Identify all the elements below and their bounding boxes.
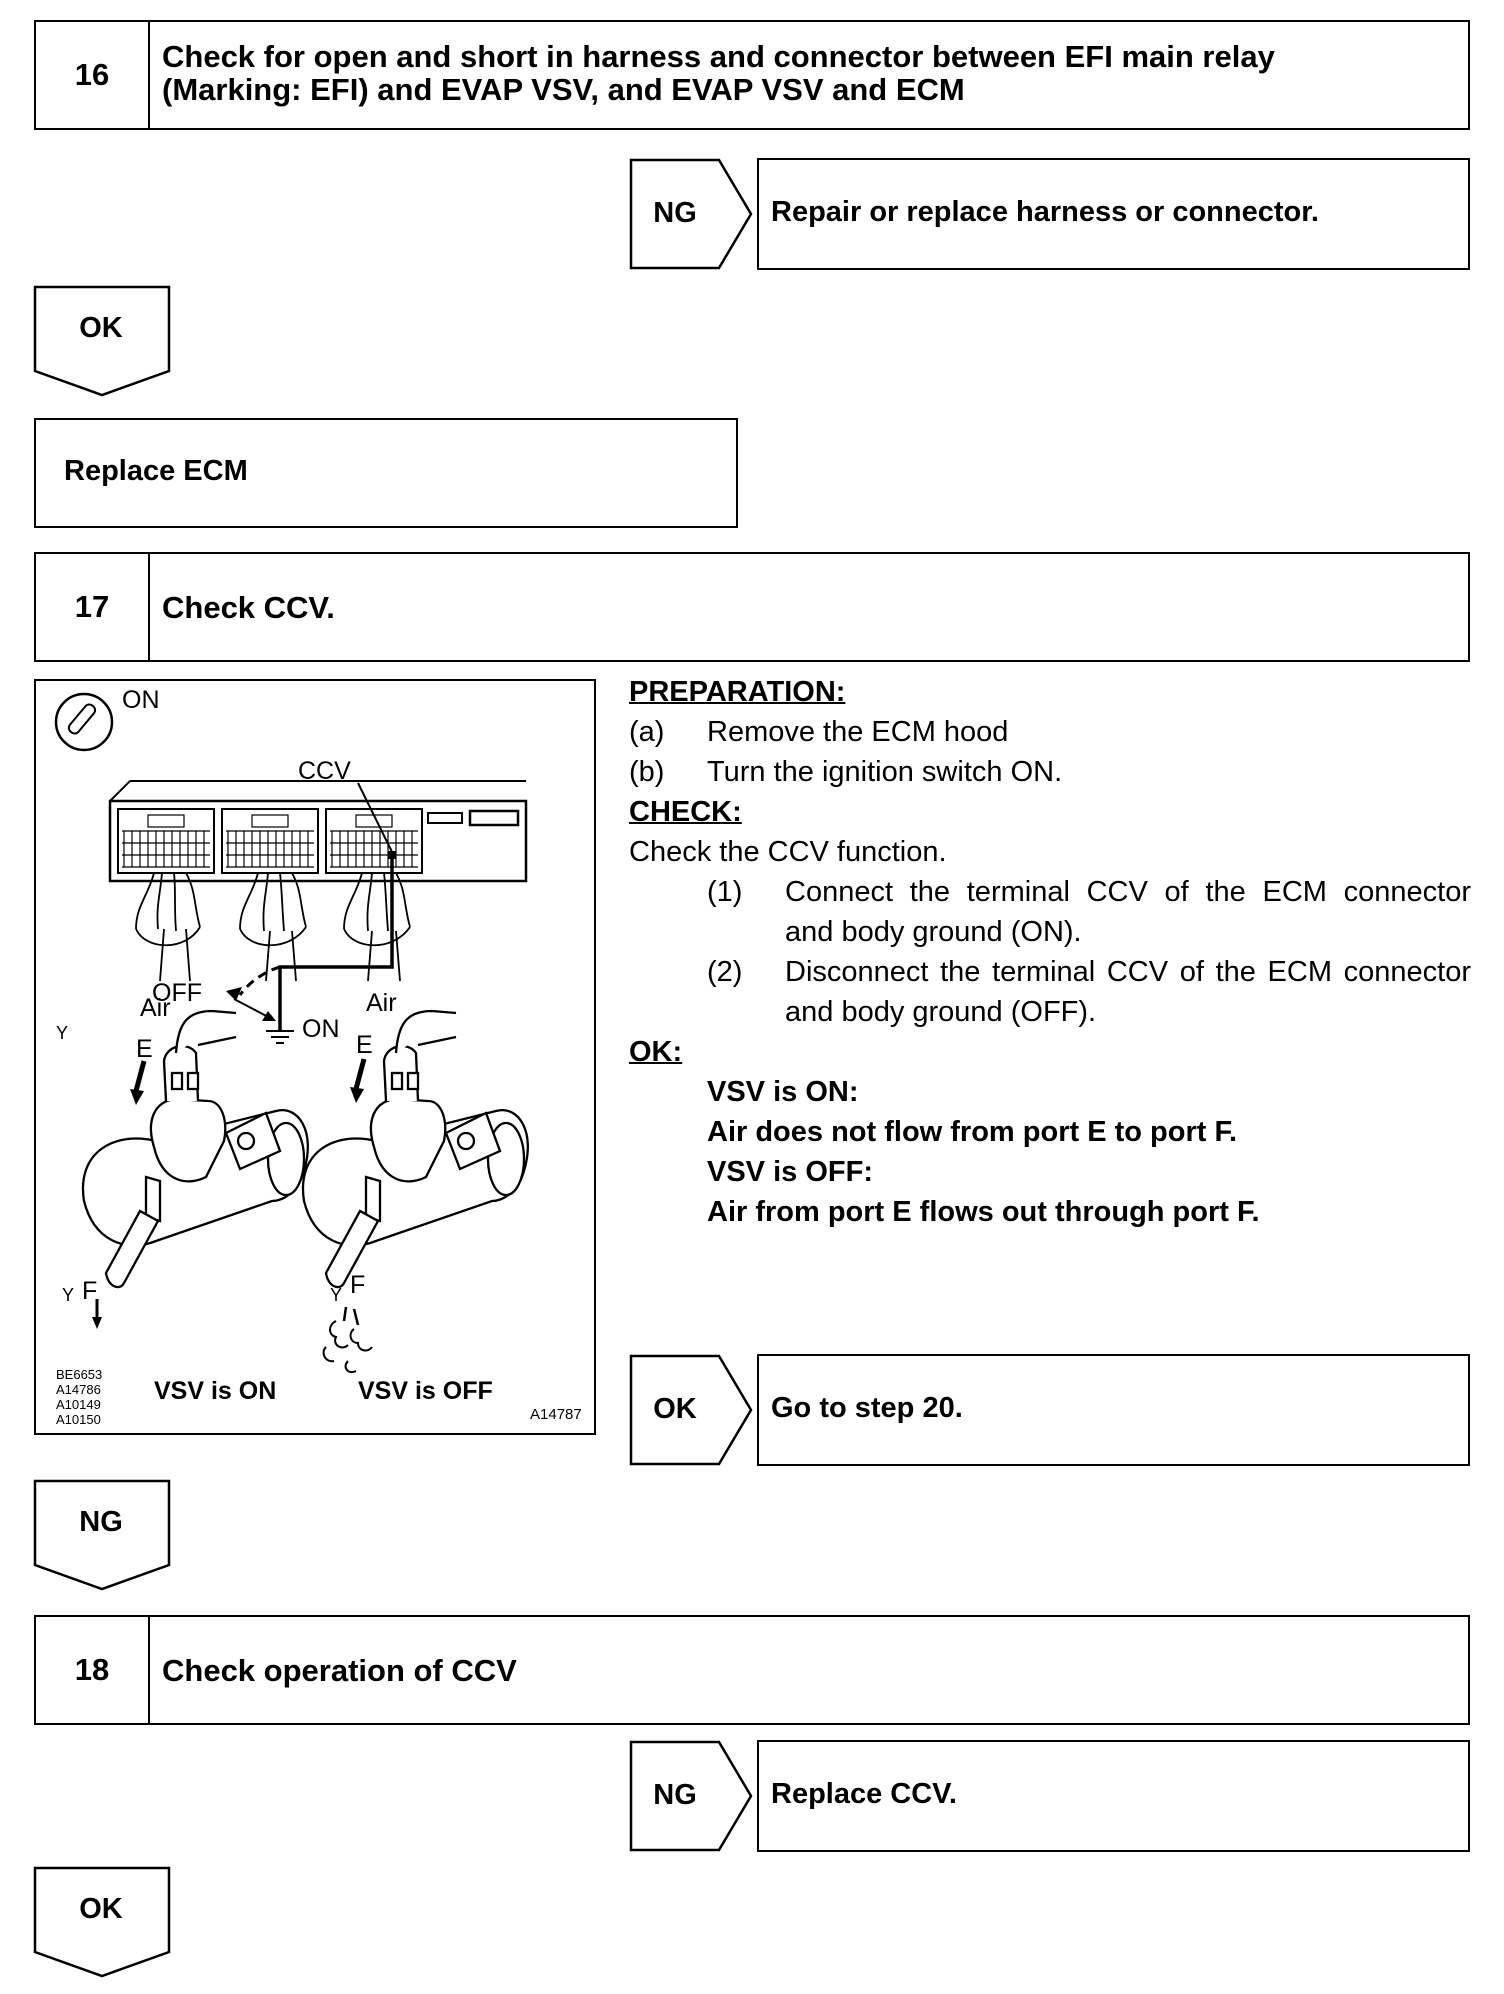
ok-criteria-line: Air from port E flows out through port F… [707, 1196, 1260, 1228]
y-right-mark: Y [330, 1285, 342, 1305]
step-17-instructions: PREPARATION: (a) Remove the ECM hood (b)… [629, 672, 1471, 1232]
ok-criteria-line: VSV is ON: [707, 1076, 859, 1108]
ignition-on-label: ON [122, 686, 160, 714]
ref-code: A10150 [56, 1412, 101, 1427]
ignition-key-icon [54, 692, 114, 752]
step-title-line-1: Check for open and short in harness and … [162, 39, 1275, 74]
step-17-header: 17 Check CCV. [34, 552, 1470, 662]
ground-icon [266, 1030, 294, 1044]
ng-label: NG [653, 197, 697, 229]
ground-on-label: ON [302, 1015, 340, 1043]
air-left-label: Air [140, 994, 171, 1022]
connector-pins [122, 814, 418, 868]
ref-code: BE6653 [56, 1367, 102, 1382]
step-number: 16 [36, 22, 150, 128]
preparation-item: (a) Remove the ECM hood [629, 716, 1009, 748]
check-item: (1) Connect the terminal CCV of the ECM … [707, 876, 1471, 948]
preparation-item: (b) Turn the ignition switch ON. [629, 756, 1063, 788]
harness-wires [135, 872, 411, 982]
ok-label: OK [79, 312, 123, 344]
f-right-label: F [350, 1271, 365, 1299]
vsv-on-drawing [81, 1009, 309, 1289]
step-number: 17 [36, 554, 150, 660]
ccv-label: CCV [298, 757, 351, 785]
preparation-heading: PREPARATION: [629, 676, 846, 708]
air-right-label: Air [366, 989, 397, 1017]
ok-down-arrow-tag [33, 1866, 171, 1978]
ng-down-arrow-tag [33, 1479, 171, 1591]
replace-ecm-text: Replace ECM [64, 455, 248, 487]
caption-vsv-off: VSV is OFF [358, 1377, 493, 1405]
replace-ecm-box: Replace ECM [34, 418, 738, 528]
ng-result-text: Repair or replace harness or connector. [771, 196, 1319, 228]
e-left-label: E [136, 1035, 153, 1063]
step-16-header: 16 Check for open and short in harness a… [34, 20, 1470, 130]
ref-code: A10149 [56, 1397, 101, 1412]
ok-heading: OK: [629, 1036, 683, 1068]
ok-arrow-tag [629, 1354, 753, 1466]
ng-result-box: Repair or replace harness or connector. [757, 158, 1470, 270]
step-title: Check for open and short in harness and … [162, 22, 1448, 128]
ng-arrow-tag [629, 1740, 753, 1852]
ok-criteria: VSV is ON: Air does not flow from port E… [629, 1072, 1471, 1232]
y-left-mark: Y [62, 1285, 74, 1305]
off-label: OFF [152, 979, 202, 1007]
ecm-connector-icon [108, 780, 528, 883]
ok-down-arrow-tag [33, 285, 171, 397]
caption-vsv-on: VSV is ON [154, 1377, 276, 1405]
figure-drawing: ON [54, 686, 582, 1427]
ref-code: A14786 [56, 1382, 101, 1397]
ng-label: NG [653, 1779, 697, 1811]
f-left-label: F [82, 1277, 97, 1305]
air-out-puffs [322, 1320, 373, 1373]
e-right-label: E [356, 1031, 373, 1059]
ref-code-right: A14787 [530, 1406, 582, 1423]
ng-label: NG [79, 1506, 123, 1538]
ok-result-text: Go to step 20. [771, 1392, 963, 1424]
step-number: 18 [36, 1617, 150, 1723]
y-mark: Y [56, 1023, 68, 1043]
ng-result-text: Replace CCV. [771, 1778, 957, 1810]
check-intro: Check the CCV function. [629, 836, 947, 868]
step-title: Check operation of CCV [162, 1652, 517, 1688]
check-item: (2) Disconnect the terminal CCV of the E… [707, 956, 1471, 1028]
ok-criteria-line: Air does not flow from port E to port F. [707, 1116, 1238, 1148]
ok-label: OK [79, 1893, 123, 1925]
ok-result-box: Go to step 20. [757, 1354, 1470, 1466]
step-18-header: 18 Check operation of CCV [34, 1615, 1470, 1725]
vsv-off-drawing [301, 1009, 529, 1289]
ng-arrow-tag [629, 158, 753, 270]
ok-label: OK [653, 1393, 697, 1425]
step-title-line-2: (Marking: EFI) and EVAP VSV, and EVAP VS… [162, 72, 965, 107]
check-heading: CHECK: [629, 796, 742, 828]
step-title: Check CCV. [162, 589, 335, 625]
ccv-check-figure: ON [34, 679, 596, 1435]
ok-criteria-line: VSV is OFF: [707, 1156, 873, 1188]
ng-result-box: Replace CCV. [757, 1740, 1470, 1852]
